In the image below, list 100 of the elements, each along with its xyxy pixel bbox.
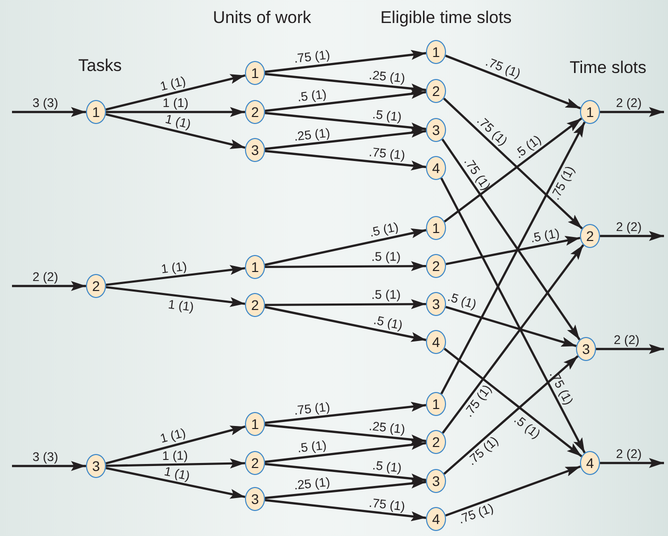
edge-label: .75 (1): [368, 146, 406, 162]
arrow: [12, 281, 86, 291]
edge-label: .5 (1): [372, 459, 402, 475]
arrow: [443, 355, 579, 475]
edge-label: .75 (1): [456, 502, 495, 526]
arrow: [106, 286, 246, 307]
arrow: [443, 98, 583, 230]
edge-label: .25 (1): [368, 69, 406, 86]
arrow: [596, 344, 664, 354]
edge-label: .75 (1): [474, 114, 509, 148]
arrow: [264, 150, 426, 170]
arrow: [445, 54, 581, 110]
arrow: [265, 261, 426, 272]
edge-label: .5 (1): [372, 108, 402, 124]
node-ellipse: 2: [245, 100, 265, 124]
edge-label: 1 (1): [159, 74, 188, 93]
edge-label: .5 (1): [372, 314, 404, 332]
edge-label: .5 (1): [529, 226, 560, 245]
edge-label: 1 (1): [163, 464, 192, 482]
arrow: [442, 244, 584, 434]
edge-label: .25 (1): [294, 476, 331, 492]
arrow: [440, 178, 586, 454]
node-ellipse: 2: [426, 430, 446, 454]
node-ellipse: 1: [245, 61, 265, 85]
node-ellipse: 3: [426, 118, 446, 142]
arrow: [446, 236, 580, 266]
arrow: [264, 228, 426, 266]
edge-label: .5 (1): [371, 288, 400, 302]
arrow: [600, 458, 664, 468]
arrow: [264, 440, 426, 463]
arrow: [600, 231, 664, 241]
edge-label: 1 (1): [162, 96, 188, 110]
arrow: [264, 112, 426, 132]
node-ellipse: 4: [426, 507, 446, 531]
edge-label: 2 (2): [616, 96, 642, 110]
edge-label: .5 (1): [446, 291, 478, 312]
edge-label: 1 (1): [159, 426, 188, 446]
edge-label: .5 (1): [297, 439, 328, 456]
edge-label: 1 (1): [162, 449, 188, 462]
node-ellipse: 3: [86, 454, 106, 478]
arrow: [12, 461, 86, 471]
node-ellipse: 1: [426, 40, 446, 64]
edge-label: .25 (1): [368, 420, 406, 436]
arrow: [264, 128, 426, 150]
node-ellipse: 2: [86, 274, 106, 298]
node-ellipse: 3: [245, 138, 265, 162]
edge-label: 3 (3): [32, 450, 58, 464]
node-ellipse: 2: [580, 224, 600, 248]
edge-label: .25 (1): [294, 126, 331, 143]
arrow: [441, 138, 581, 340]
arrow: [106, 74, 246, 111]
arrow: [12, 107, 86, 117]
arrow: [264, 424, 426, 444]
edge-label: .75 (1): [294, 400, 331, 417]
arrow: [105, 426, 246, 464]
arrow: [106, 466, 246, 499]
arrow: [264, 478, 426, 500]
column-heading: Tasks: [78, 56, 122, 76]
edge-label: .5 (1): [512, 412, 543, 440]
arrow: [264, 72, 426, 94]
arrow: [106, 113, 246, 150]
arrow: [264, 499, 426, 522]
edge-label: .75 (1): [484, 56, 522, 81]
arrow: [444, 348, 582, 458]
edge-label: 2 (2): [614, 334, 640, 346]
node-ellipse: 1: [580, 100, 600, 124]
node-ellipse: 2: [426, 79, 446, 103]
node-ellipse: 4: [426, 156, 446, 180]
edge-label: 1 (1): [164, 113, 192, 132]
column-heading: Units of work: [212, 8, 312, 28]
arrow: [264, 462, 426, 484]
arrow: [264, 402, 426, 424]
node-ellipse: 2: [245, 293, 265, 317]
edge-label: .75 (1): [462, 382, 494, 420]
arrow: [444, 118, 582, 222]
arrow: [445, 465, 581, 517]
arrow: [264, 88, 426, 112]
node-ellipse: 1: [426, 216, 446, 240]
arrow: [106, 107, 245, 117]
edge-label: .75 (1): [294, 49, 331, 66]
arrow: [265, 299, 426, 310]
column-heading: Eligible time slots: [380, 8, 512, 28]
edge-label: .75 (1): [548, 164, 576, 202]
node-ellipse: 2: [245, 451, 265, 475]
arrow: [106, 458, 246, 468]
node-ellipse: 2: [426, 254, 446, 278]
edge-label: 2 (2): [616, 220, 642, 234]
node-ellipse: 3: [426, 469, 446, 493]
arrow: [264, 50, 426, 73]
edge-label: .75 (1): [466, 434, 502, 468]
edge-label: 1 (1): [160, 260, 188, 276]
edge-label: .5 (1): [371, 250, 400, 264]
edge-label: .5 (1): [297, 88, 328, 104]
edge-label: 2 (2): [616, 448, 642, 460]
edge-label: 1 (1): [168, 298, 195, 314]
arrow: [106, 265, 246, 286]
node-ellipse: 1: [245, 255, 265, 279]
edge-label: 2 (2): [32, 270, 58, 284]
node-ellipse: 4: [426, 330, 446, 354]
column-heading: Time slots: [570, 58, 646, 78]
